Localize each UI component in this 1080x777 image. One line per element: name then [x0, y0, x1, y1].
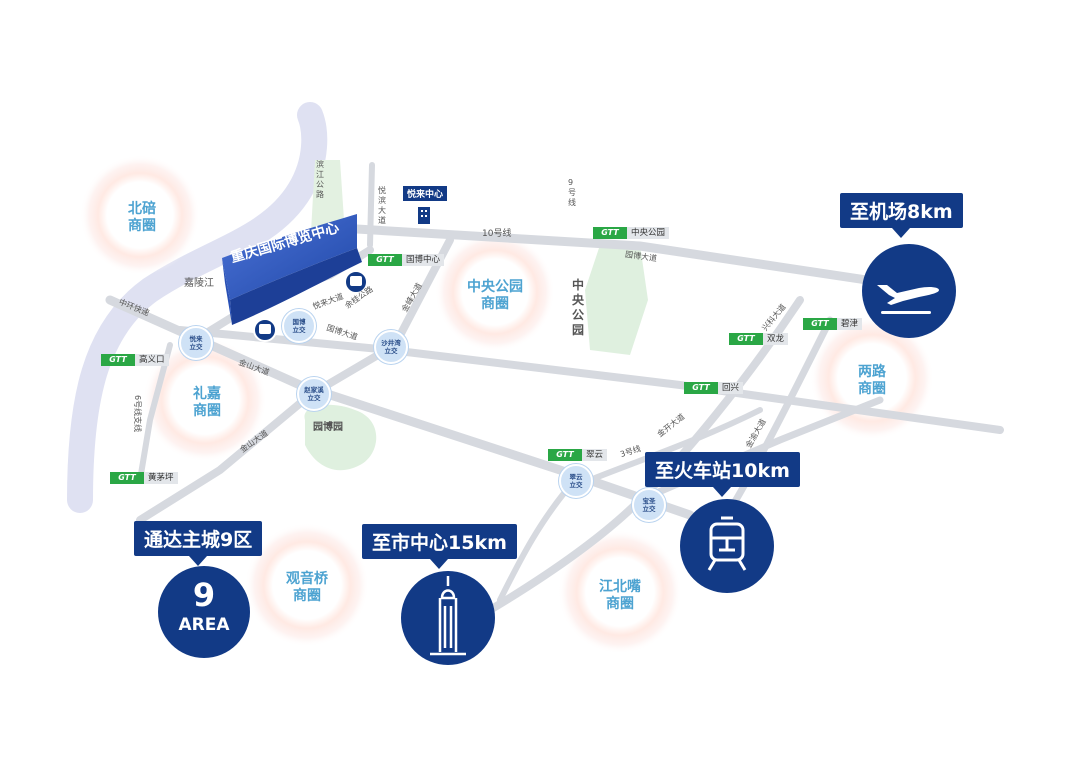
- road-label-yuebin: 悦滨大道: [378, 186, 386, 225]
- interchange-zhaojiaxi: 赵家溪 立交: [297, 377, 331, 411]
- nine-districts-callout: 通达主城9区: [134, 521, 263, 566]
- road-label-line10: 10号线: [482, 229, 512, 239]
- city-center-callout: 至市中心15km: [362, 524, 517, 569]
- road-label-binjiang: 滨江公路: [316, 160, 324, 199]
- yuelai-building-icon: [418, 207, 430, 224]
- expo-center-building: [222, 214, 362, 325]
- train-callout: 至火车站10km: [645, 452, 800, 497]
- road-label-line6: 6号线支线: [133, 395, 142, 433]
- airport-callout: 至机场8km: [840, 193, 963, 238]
- district-central-park: 中央公园 商圈: [467, 279, 523, 312]
- district-jiangbeizui: 江北嘴 商圈: [599, 579, 641, 612]
- bus-icon: [253, 270, 368, 342]
- area-word: AREA: [178, 615, 230, 635]
- road-network: [105, 162, 1004, 614]
- district-beibei: 北碚 商圈: [128, 201, 156, 234]
- train-icon: [707, 516, 747, 571]
- interchange-yuelai: 悦来 立交: [179, 326, 213, 360]
- interchange-shajingwan: 沙井湾 立交: [374, 330, 408, 364]
- district-lianglu: 两路 商圈: [858, 364, 886, 397]
- garden-expo-area: [304, 404, 377, 471]
- interchange-guobo: 国博 立交: [282, 309, 316, 343]
- district-lijia: 礼嘉 商圈: [193, 386, 221, 419]
- interchange-cuiyun: 翠云 立交: [559, 464, 593, 498]
- area-number: 9: [192, 576, 216, 614]
- river-label-jialing: 嘉陵江: [184, 278, 214, 289]
- district-guanyinqiao: 观音桥 商圈: [286, 571, 328, 604]
- tower-icon: [430, 576, 466, 656]
- yuelai-center-tag: 悦来中心: [403, 186, 448, 201]
- city-center-circle: [401, 571, 495, 665]
- interchange-baosheng: 宝圣 立交: [632, 488, 666, 522]
- area-circle: [158, 566, 250, 658]
- jialing-river: [67, 102, 328, 513]
- central-park-area: [585, 245, 648, 355]
- central-park-label: 中央 公园: [572, 278, 585, 337]
- district-halos: [80, 155, 934, 654]
- plane-icon: [877, 285, 939, 314]
- garden-expo-label: 园博园: [313, 422, 343, 433]
- road-label-line9: 9号线: [568, 178, 576, 207]
